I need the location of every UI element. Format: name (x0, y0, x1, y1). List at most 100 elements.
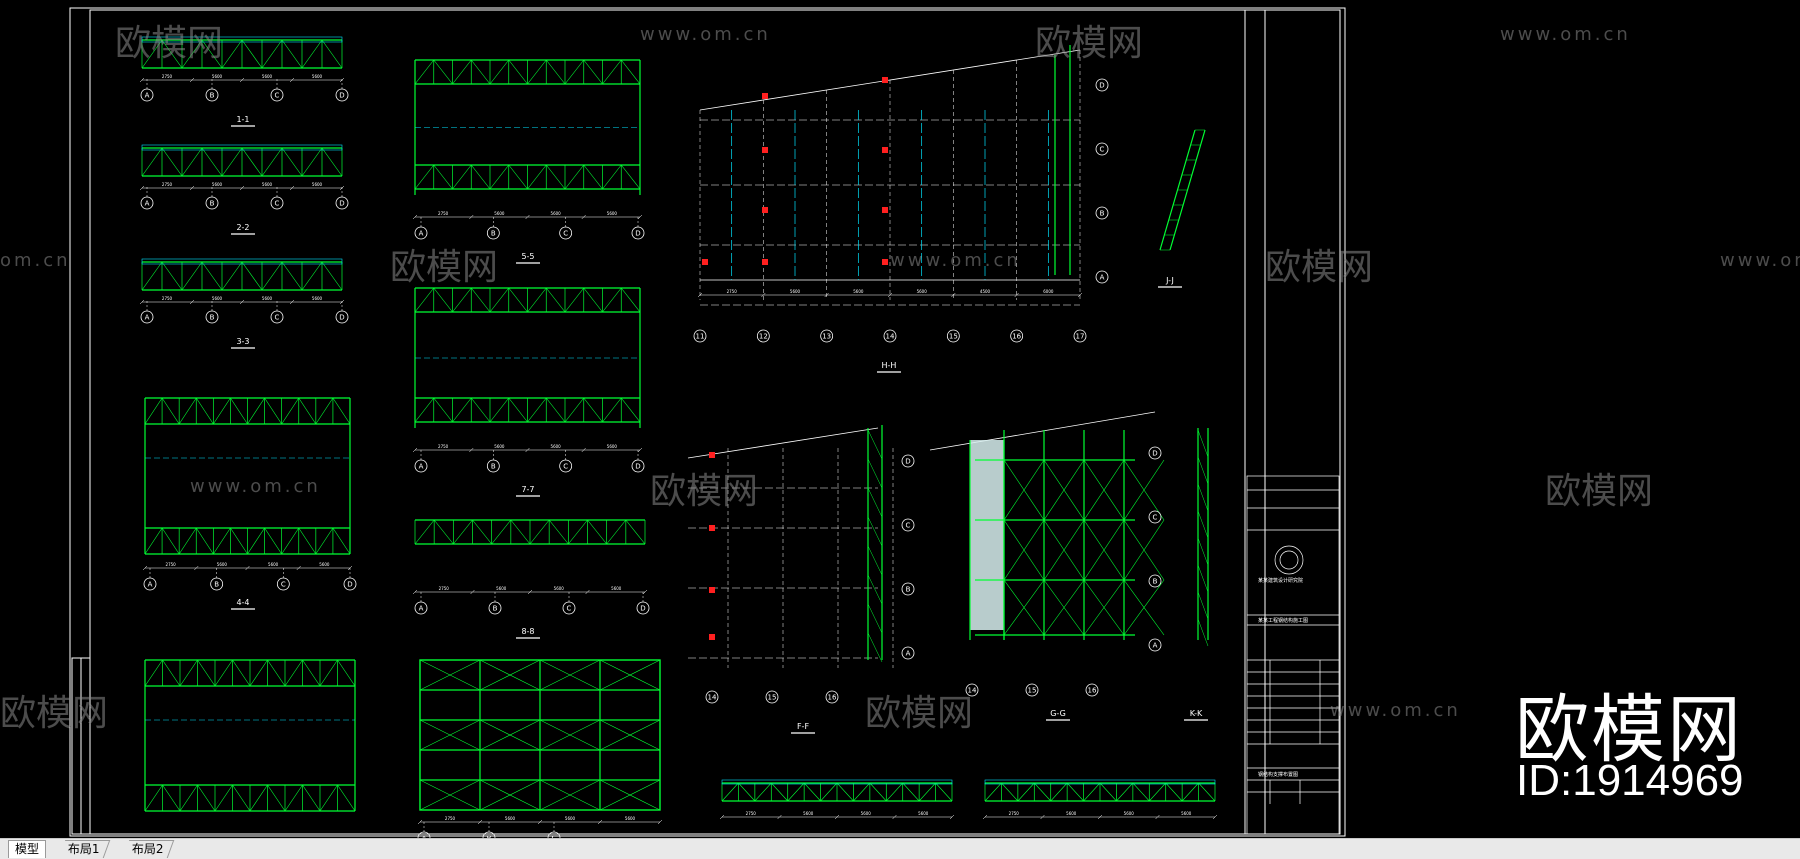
axis-label: D (339, 92, 344, 100)
member-line (1197, 618, 1209, 647)
purlin-band (141, 36, 343, 43)
member-line (1034, 782, 1051, 802)
member-line (637, 447, 643, 453)
axis-bubble (140, 88, 154, 102)
axis-bubble (270, 196, 284, 210)
member-line (302, 659, 321, 687)
member-line (721, 782, 739, 802)
tab-model[interactable]: 模型 (8, 840, 47, 858)
section-label: 3-3 (236, 337, 249, 346)
member-line (261, 147, 283, 177)
member-line (527, 397, 547, 423)
member-line (239, 77, 245, 83)
dimension-text: 2750 (1009, 811, 1020, 816)
connection-mark (762, 147, 768, 153)
watermark-logo: 欧模网 (650, 471, 759, 512)
member-line (585, 589, 590, 595)
member-line (583, 164, 603, 190)
axis-bubble (1095, 206, 1109, 220)
connection-mark (762, 259, 768, 265)
dimension-text: 5600 (607, 444, 618, 449)
member-line (195, 397, 214, 425)
axis-label: C (563, 230, 568, 238)
dimension-text: 5600 (496, 586, 507, 591)
axis-bubble (631, 459, 645, 473)
member-line (267, 784, 286, 812)
axis-label: C (281, 581, 286, 589)
tab-layout-2[interactable]: 布局2 (122, 840, 174, 858)
connection-mark (702, 259, 708, 265)
member-line (546, 59, 566, 85)
dimension-text: 5600 (494, 444, 505, 449)
member-line (546, 397, 566, 423)
axis-bubble (562, 601, 576, 615)
member-line (296, 565, 301, 571)
member-line (162, 784, 181, 812)
member-line (564, 164, 584, 190)
member-line (1003, 519, 1045, 581)
title-block-line-2: 某某工程钢结构施工图 (1258, 617, 1308, 624)
member-line (453, 519, 473, 545)
member-line (537, 819, 543, 825)
member-line (189, 77, 195, 83)
member-line (1212, 814, 1218, 820)
axis-bubble (335, 88, 349, 102)
member-line (414, 164, 434, 190)
axis-label: 14 (708, 694, 717, 702)
member-line (264, 397, 282, 425)
member-line (738, 782, 756, 802)
axis-bubble (414, 459, 428, 473)
axis-bubble (143, 577, 157, 591)
member-line (470, 589, 475, 595)
member-line (189, 299, 195, 305)
member-line (1197, 537, 1209, 566)
dimension-text: 5600 (625, 816, 636, 821)
member-line (489, 287, 509, 313)
dimension-text: 5600 (551, 444, 562, 449)
member-line (508, 164, 528, 190)
member-line (949, 814, 955, 820)
dimension-text: 5600 (505, 816, 516, 821)
member-line (452, 397, 472, 423)
axis-label: 14 (886, 333, 895, 341)
axis-label: D (339, 200, 344, 208)
member-line (267, 659, 286, 687)
member-line (1083, 782, 1101, 802)
axis-label: B (1153, 578, 1158, 586)
axis-bubble (1025, 683, 1039, 697)
member-line (319, 784, 338, 812)
dimension-text: 2750 (162, 74, 173, 79)
axis-label: A (419, 605, 424, 613)
dimension-text: 5600 (268, 562, 279, 567)
connection-mark (882, 259, 888, 265)
member-line (1003, 459, 1045, 521)
connection-mark (709, 452, 715, 458)
connection-mark (882, 147, 888, 153)
axis-bubble (965, 683, 979, 697)
member-line (1165, 782, 1183, 802)
watermark-logo: 欧模网 (0, 693, 109, 734)
member-line (301, 39, 323, 69)
dimension-text: 4500 (980, 289, 991, 294)
tab-layout-1[interactable]: 布局1 (58, 840, 110, 858)
member-line (472, 519, 492, 545)
member-line (892, 814, 897, 820)
member-line (412, 589, 418, 595)
member-line (471, 287, 491, 313)
member-line (1014, 292, 1019, 298)
axis-bubble (1095, 270, 1109, 284)
dimension-text: 5600 (565, 816, 576, 821)
axis-label: C (563, 463, 568, 471)
section-label: K-K (1190, 709, 1203, 718)
axis-bubble (1148, 510, 1162, 524)
axis-label: A (419, 463, 424, 471)
member-line (918, 782, 936, 802)
member-line (161, 397, 180, 425)
purlin-band (141, 144, 343, 151)
axis-label: A (1100, 274, 1105, 282)
member-line (321, 39, 343, 69)
member-line (836, 782, 854, 802)
axis-label: A (906, 650, 911, 658)
